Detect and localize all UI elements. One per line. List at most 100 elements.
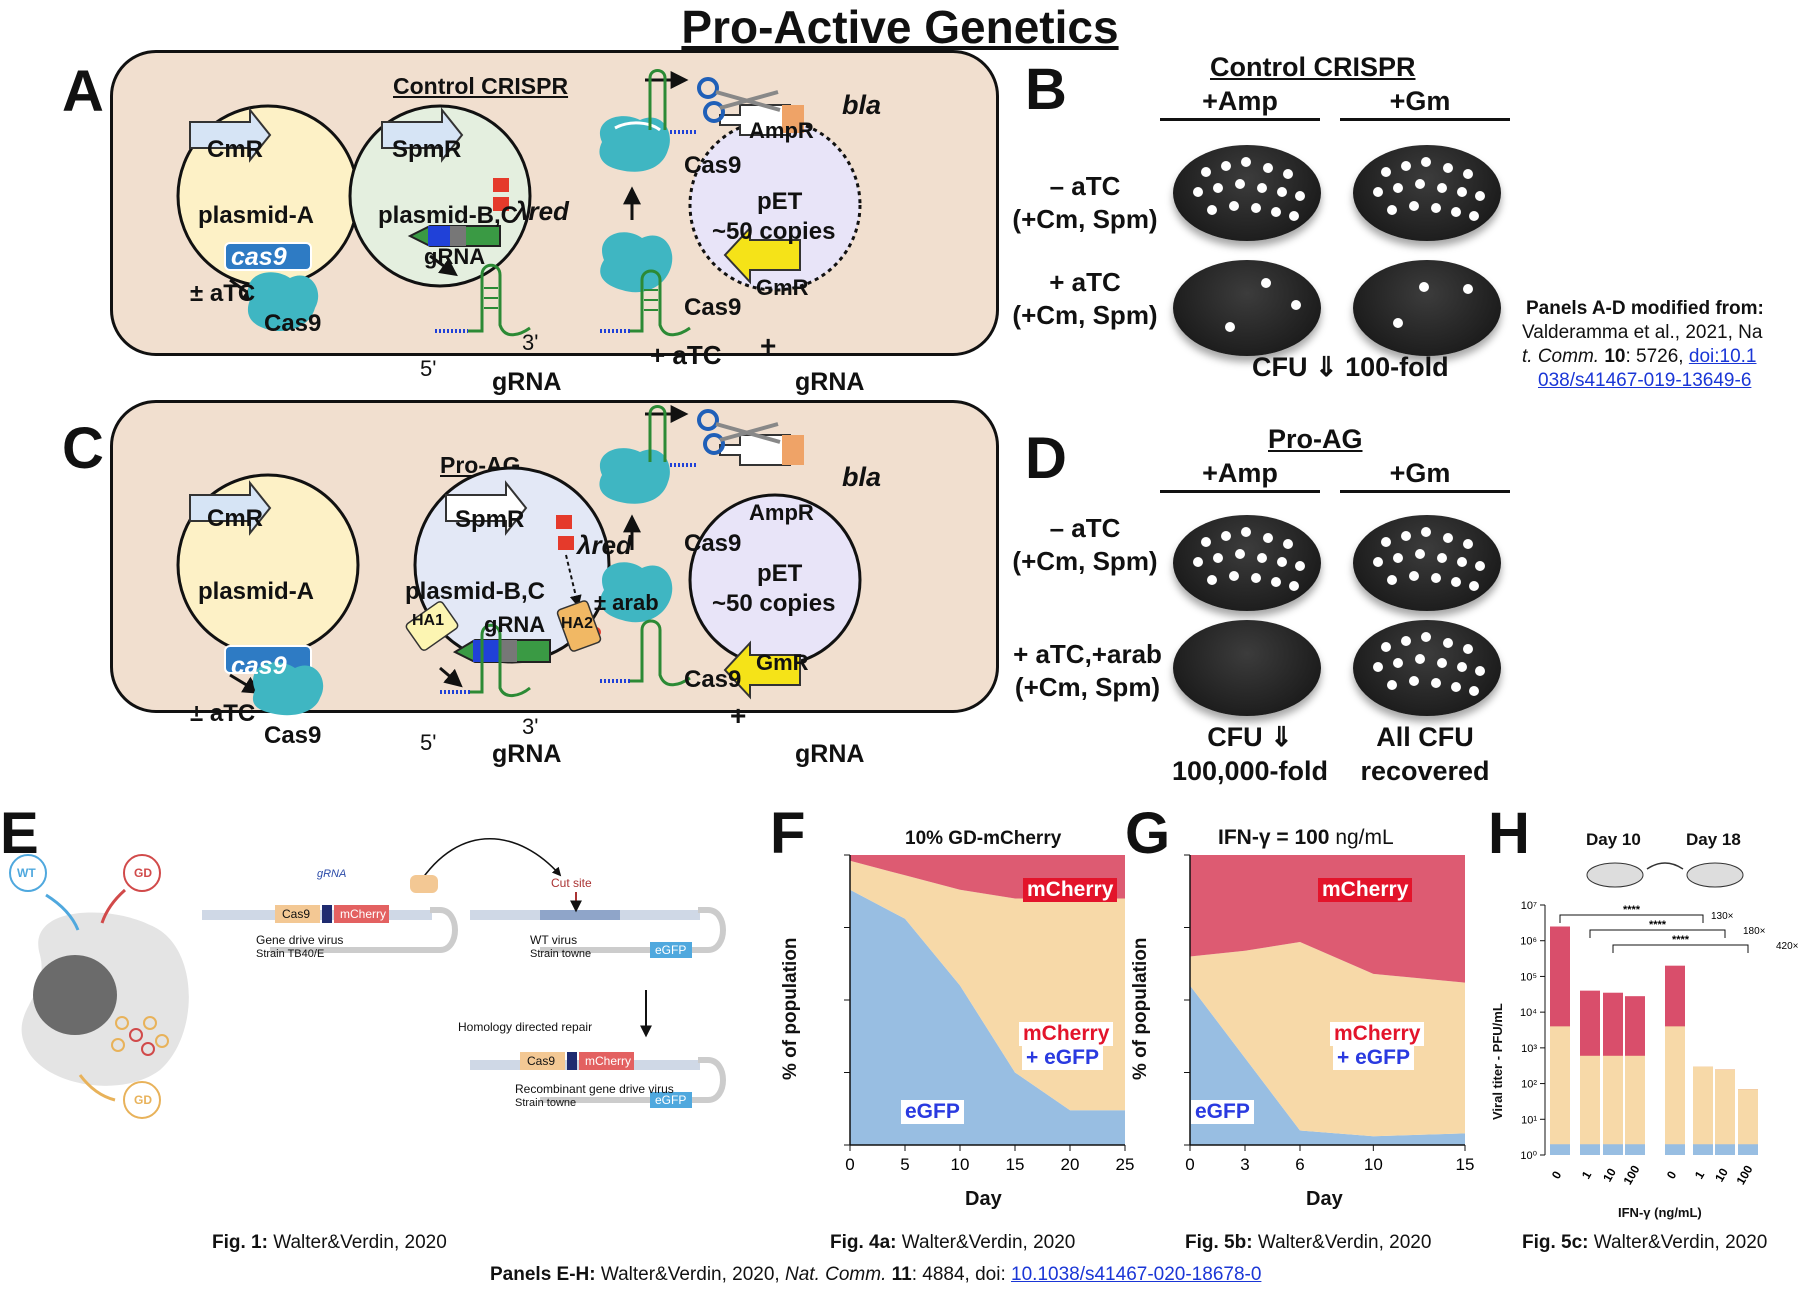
panel-a-bla-label: bla: [842, 90, 882, 120]
fold-label: 180×: [1743, 926, 1766, 937]
panel-e-recomb-strain: Strain towne: [515, 1097, 577, 1109]
area-egfp: [850, 889, 1125, 1145]
panel-e-cas9-label: Cas9: [282, 907, 311, 921]
panel-letter-a: A: [62, 59, 104, 124]
panel-letter-f: F: [770, 801, 806, 866]
panel-e-genome-diagram: [202, 838, 726, 1108]
footer-citation: Panels E-H: Walter&Verdin, 2020, Nat. Co…: [490, 1264, 1262, 1285]
panel-a-plus-atc: + aTC: [650, 340, 722, 370]
x-tick-label: 10: [951, 1155, 970, 1174]
panel-c-pet-label: pET: [757, 560, 803, 587]
panel-d-row2-label: + aTC,+arab(+Cm, Spm): [1013, 639, 1162, 702]
panel-e-wt-virus: WT virus: [530, 933, 578, 947]
agar-plate-b-amp-minus: [1173, 145, 1321, 241]
panel-h-ylabel: Viral titer - PFU/mL: [1490, 1003, 1505, 1120]
panel-a-diagram: [176, 69, 862, 337]
sig-bracket: [1559, 914, 1704, 923]
panel-a-cas9-protein-label: Cas9: [264, 310, 322, 337]
panel-c-grna-cassette-label: gRNA: [484, 612, 546, 637]
panel-b-col1: +Amp: [1202, 86, 1278, 116]
cite-ad-line1: Valderamma et al., 2021, Na: [1522, 322, 1763, 343]
y-tick-label: 10⁷: [1521, 900, 1537, 912]
lambda-red-box1: [493, 178, 509, 192]
x-tick-label: 0: [845, 1155, 854, 1174]
panel-a-plasmid-bc-label: plasmid-B,C: [378, 202, 519, 229]
panel-g-mcherry2-label: mCherry: [1330, 1022, 1425, 1046]
lambda-red-box2: [493, 197, 509, 211]
x-tick-label: 10: [1712, 1165, 1731, 1184]
x-tick-label: 10: [1364, 1155, 1383, 1174]
panel-f-plus-egfp-label: + eGFP: [1022, 1046, 1103, 1070]
panel-a-lambda-red-label: λred: [514, 196, 569, 226]
bar-low: [1580, 1144, 1600, 1155]
panel-a-cas9-gene-label: cas9: [231, 243, 287, 271]
panel-g-xlabel: Day: [1306, 1188, 1343, 1210]
panel-letter-d: D: [1025, 426, 1067, 491]
panel-c-ha2-label: HA2: [561, 615, 594, 632]
agar-plate-d-gm-plus: [1353, 620, 1501, 716]
panel-a-cas9-top-label: Cas9: [684, 152, 742, 179]
doi-link-ad-cont[interactable]: 038/s41467-019-13649-6: [1538, 370, 1752, 391]
panel-c-ampr-label: AmpR: [749, 500, 814, 525]
bar-mid: [1603, 1055, 1623, 1155]
divider: [1340, 490, 1510, 493]
fig5c-caption: Fig. 5c: Walter&Verdin, 2020: [1522, 1232, 1768, 1253]
agar-plate-d-gm-minus: [1353, 515, 1501, 611]
bar-low: [1738, 1144, 1758, 1155]
bar-low: [1715, 1144, 1735, 1155]
cas9-gene-box: [224, 242, 312, 271]
panel-c-grna-label: gRNA: [492, 740, 562, 768]
panel-e-mcherry-label: mCherry: [340, 907, 387, 921]
bar-mid: [1715, 1069, 1735, 1155]
panel-a-atc-label: ± aTC: [190, 280, 256, 307]
fold-label: 130×: [1711, 911, 1734, 922]
panel-b-row1-label: – aTC(+Cm, Spm): [1012, 171, 1158, 234]
cmr-arrow: [189, 107, 272, 163]
ampr-arrow: [719, 104, 791, 136]
doi-link-ad[interactable]: doi:10.1: [1688, 346, 1757, 367]
x-tick-label: 15: [1006, 1155, 1025, 1174]
area-egfp: [1190, 985, 1465, 1145]
panel-e-hdr-label: Homology directed repair: [458, 1020, 593, 1034]
panel-f-egfp-label: eGFP: [901, 1100, 964, 1124]
x-tick-label: 0: [1185, 1155, 1194, 1174]
panel-e-cell-diagram: [9, 854, 189, 1119]
panel-e-cas9-label-2: Cas9: [527, 1054, 556, 1068]
sig-label: ****: [1623, 904, 1641, 916]
page-title: Pro-Active Genetics: [681, 1, 1119, 53]
panel-b-footer: CFU ⇓ 100-fold: [1252, 352, 1449, 382]
panel-d-foot1: CFU ⇓100,000-fold: [1171, 722, 1329, 786]
divider: [1160, 490, 1320, 493]
panel-c-cas9-gene-label: cas9: [231, 652, 287, 680]
gmr-arrow: [723, 225, 801, 285]
agar-plate-d-amp-minus: [1173, 515, 1321, 611]
panel-d-col2: +Gm: [1389, 458, 1451, 488]
panel-a-five-prime: 5': [420, 356, 437, 381]
sig-bracket: [1612, 944, 1749, 953]
wt-virus-label: WT: [17, 866, 36, 880]
panel-e-wt-strain: Strain towne: [530, 948, 592, 960]
panel-a-spmr-label: SpmR: [392, 136, 462, 163]
panel-c-ha1-label: HA1: [412, 612, 445, 629]
sig-bracket: [1589, 929, 1726, 938]
y-tick-label: 10¹: [1521, 1114, 1537, 1126]
bar-mid: [1580, 1055, 1600, 1155]
panel-c-arab-label: ± arab: [594, 590, 659, 615]
panel-letter-b: B: [1025, 57, 1067, 122]
panel-c-plasmid-bc-label: plasmid-B,C: [405, 578, 546, 605]
gd-virus-label: GD: [134, 866, 152, 880]
doi-link-eh[interactable]: 10.1038/s41467-020-18678-0: [1011, 1264, 1262, 1285]
panel-c-diagram: [176, 405, 862, 716]
scissors-icon: [697, 77, 781, 123]
panel-c-copies-label: ~50 copies: [712, 590, 836, 617]
x-tick-label: 6: [1295, 1155, 1304, 1174]
panel-f-mcherry-label: mCherry: [1023, 878, 1118, 902]
panel-c-cas9-top-label: Cas9: [684, 530, 742, 557]
divider: [1340, 118, 1510, 121]
divider: [1160, 118, 1320, 121]
panel-c-plasmid-a-label: plasmid-A: [198, 578, 315, 605]
